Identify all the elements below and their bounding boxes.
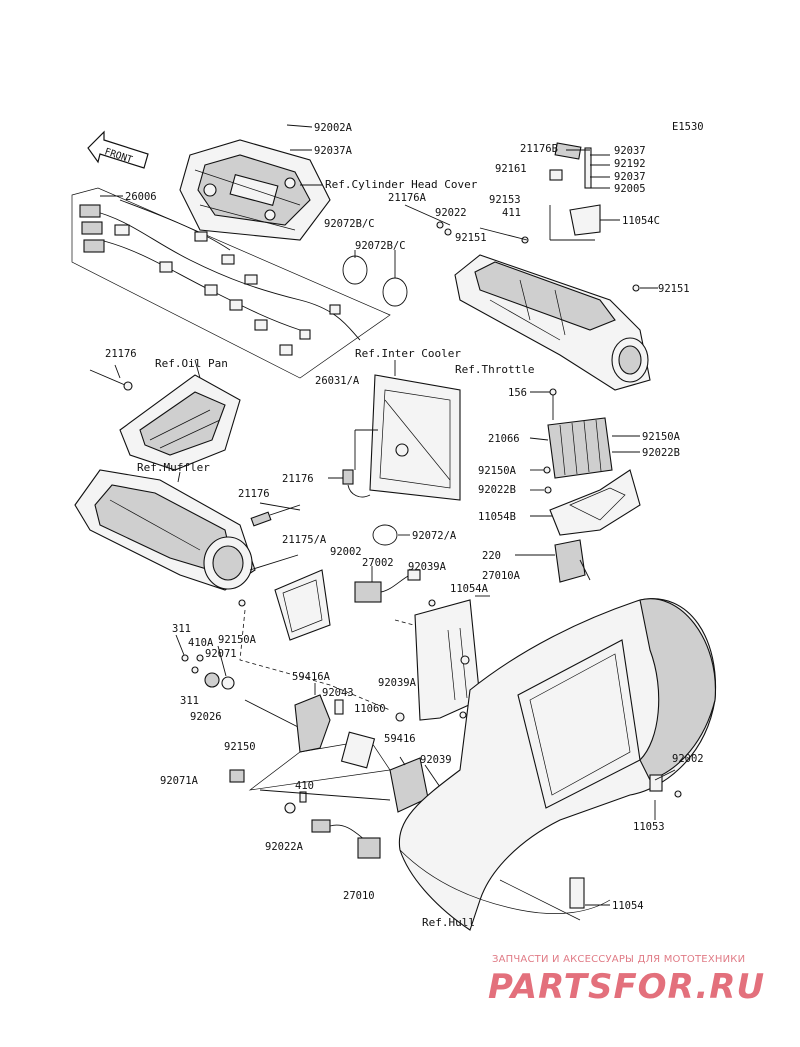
gasket-11060 [340,731,376,769]
part-number: 410 [295,780,314,792]
watermark-brand: PARTSFOR.RU [488,967,765,1007]
part-number: 21176B [520,143,558,155]
part-number: 156 [508,387,527,399]
part-number: 92072/A [412,530,457,542]
ref-oil-pan: Ref.Oil Pan [155,357,228,370]
part-number: 27002 [362,557,394,569]
part-number: 92002 [672,753,704,765]
part-number: 92022A [265,841,304,853]
part-number: 92037A [314,145,353,157]
part-number: 92161 [495,163,527,175]
part-number: 92071 [205,648,237,660]
fastener-cluster [181,654,301,783]
part-number: 11053 [633,821,665,833]
sensor-bracket-top [549,142,601,241]
part-number: 21176A [388,192,427,204]
switch-27010 [259,789,391,859]
part-number: 92153 [489,194,521,206]
part-number: 26031/A [315,375,360,387]
part-number: 21175/A [282,534,327,546]
part-number: 92150A [218,634,257,646]
ring-92072a [372,524,398,546]
part-number: 92043 [322,687,354,699]
relay-27010a [515,539,591,583]
hull [398,598,717,931]
bracket-11054b [530,466,641,536]
seal-rings [342,204,452,307]
part-number: 92151 [455,232,487,244]
part-number: 311 [180,695,199,707]
part-number: 21176 [105,348,137,360]
part-number: 92039A [408,561,447,573]
ref-hull: Ref.Hull [422,916,475,929]
part-number: 27010 [343,890,375,902]
part-number: 311 [172,623,191,635]
part-number: 21176 [282,473,314,485]
part-number: 11054B [478,511,516,523]
oil-pan [89,369,241,471]
intake-manifold [454,236,651,391]
part-number: 92022 [435,207,467,219]
part-number: 92072B/C [324,218,375,230]
part-number: 11054A [450,583,489,595]
ecu-unit [238,569,331,641]
part-number: 92005 [614,183,646,195]
part-number: 92150A [478,465,517,477]
part-number: 220 [482,550,501,562]
part-number: 92192 [614,158,646,170]
part-number: 411 [502,207,521,219]
part-number: 26006 [125,191,157,203]
part-number: 21176 [238,488,270,500]
part-number: 92072B/C [355,240,406,252]
part-number: 92022B [478,484,516,496]
part-number: 92039A [378,677,417,689]
ref-muffler: Ref.Muffler [137,461,210,474]
part-number: 92002 [330,546,362,558]
front-arrow-icon: FRONT [87,130,149,169]
part-number: 92150A [642,431,681,443]
ref-inter-cooler: Ref.Inter Cooler [355,347,461,360]
part-number: 27010A [482,570,521,582]
part-number: 92022B [642,447,680,459]
part-number: 92037 [614,145,646,157]
bracket-11054a [395,599,481,722]
muffler [74,469,256,591]
part-number: 410A [188,637,214,649]
part-number: 92037 [614,171,646,183]
cylinder-head-cover [179,139,331,241]
part-number: 92150 [224,741,256,753]
voltage-regulator [547,388,613,479]
part-number: 21066 [488,433,520,445]
diagram-code: E1530 [672,121,704,133]
ref-cylinder-head-cover: Ref.Cylinder Head Cover [325,178,478,191]
part-number: 92026 [190,711,222,723]
temperature-sensors [250,469,371,527]
part-number: 11054C [622,215,660,227]
part-number: 11054 [612,900,644,912]
part-number: 59416A [292,671,331,683]
wiring-harness [71,187,391,379]
relay-27002 [354,569,436,607]
part-number: 11060 [354,703,386,715]
watermark-tagline: ЗАПЧАСТИ И АКСЕССУАРЫ ДЛЯ МОТОТЕХНИКИ [492,954,745,965]
part-number: 92002A [314,122,353,134]
part-number: 92039 [420,754,452,766]
part-number: 59416 [384,733,416,745]
part-number: 92151 [658,283,690,295]
inter-cooler [354,374,461,501]
ref-throttle: Ref.Throttle [455,363,534,376]
part-number: 92071A [160,775,199,787]
